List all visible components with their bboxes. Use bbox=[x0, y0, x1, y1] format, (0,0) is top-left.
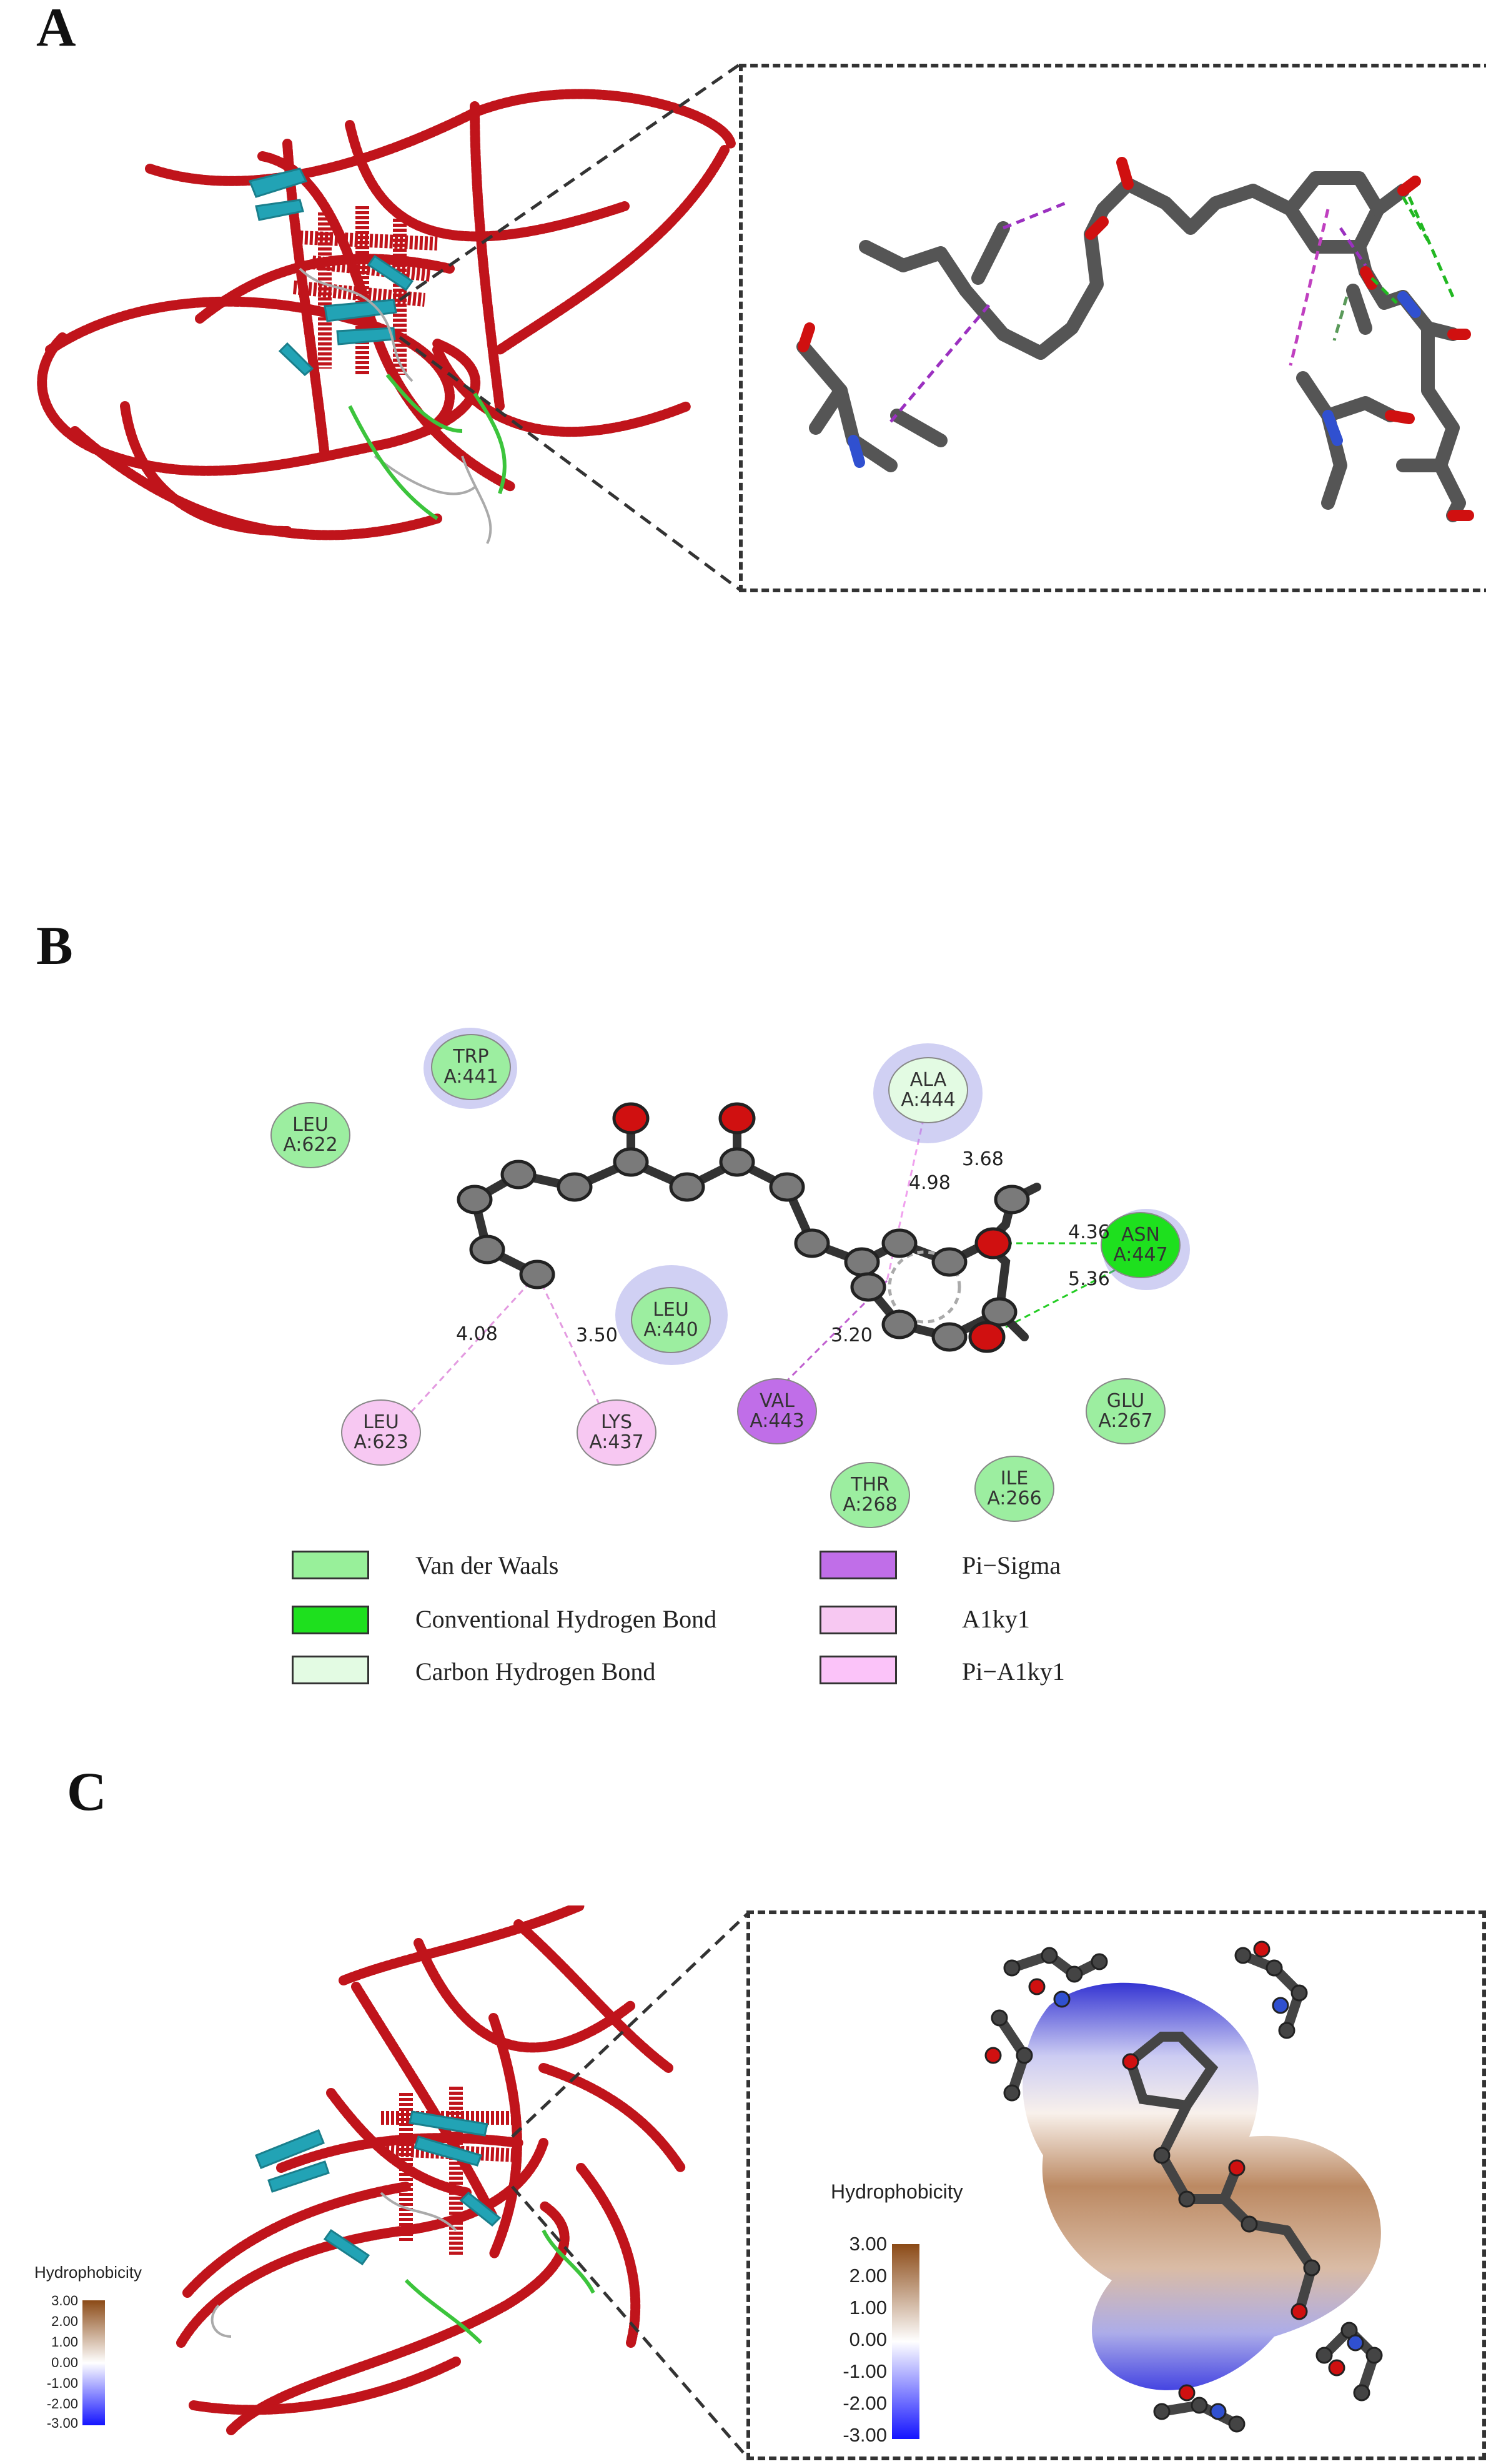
legend-label-conventional-hbond: Conventional Hydrogen Bond bbox=[415, 1605, 717, 1633]
zoom-connector-a bbox=[399, 62, 742, 592]
hydrophobicity-colorbar-large bbox=[892, 2244, 919, 2439]
legend-swatch-vdw bbox=[292, 1551, 369, 1579]
distance-label: 3.20 bbox=[831, 1324, 873, 1346]
protein-ribbon-a bbox=[37, 89, 736, 544]
legend-swatch-conventional-hbond bbox=[292, 1606, 369, 1634]
legend-swatch-carbon-hbond bbox=[292, 1656, 369, 1684]
distance-label: 4.08 bbox=[456, 1323, 498, 1345]
hydrophobicity-tick: -2.00 bbox=[46, 2396, 78, 2412]
legend-label-carbon-hbond: Carbon Hydrogen Bond bbox=[415, 1657, 656, 1686]
hydrophobicity-title-large: Hydrophobicity bbox=[831, 2180, 963, 2203]
panel-b-label: B bbox=[36, 916, 73, 976]
panel-c-label: C bbox=[67, 1762, 107, 1822]
hydrophobicity-tick: -3.00 bbox=[843, 2424, 887, 2446]
legend-swatch-pi-sigma bbox=[820, 1551, 897, 1579]
zoom-box-c bbox=[746, 1910, 1486, 2460]
distance-label: 5.36 bbox=[1068, 1268, 1110, 1290]
hydrophobicity-tick: 0.00 bbox=[849, 2328, 887, 2350]
hydrophobicity-colorbar-small bbox=[82, 2300, 105, 2425]
hydrophobicity-tick: 2.00 bbox=[849, 2265, 887, 2287]
hydrophobicity-tick: 3.00 bbox=[849, 2233, 887, 2255]
binding-site-sticks-a bbox=[796, 157, 1474, 522]
distance-label: 3.50 bbox=[576, 1324, 618, 1346]
zoom-box-a bbox=[739, 64, 1486, 592]
hydrophobicity-tick: 0.00 bbox=[51, 2355, 78, 2370]
hydrophobicity-tick: 2.00 bbox=[51, 2313, 78, 2329]
hydrophobicity-title-small: Hydrophobicity bbox=[34, 2263, 142, 2282]
hydrophobicity-tick: 1.00 bbox=[849, 2297, 887, 2318]
hydrophobicity-tick: -3.00 bbox=[46, 2415, 78, 2431]
hydrophobicity-tick: 3.00 bbox=[51, 2293, 78, 2308]
hydrophobic-surface-c bbox=[984, 1940, 1383, 2433]
legend-label-pi-alkyl: Pi−A1ky1 bbox=[962, 1657, 1065, 1686]
legend-label-alkyl: A1ky1 bbox=[962, 1605, 1030, 1633]
distance-label: 4.98 bbox=[909, 1172, 951, 1194]
distance-label: 4.36 bbox=[1068, 1221, 1110, 1243]
protein-ribbon-c bbox=[176, 1905, 686, 2435]
hydrophobicity-tick: -1.00 bbox=[46, 2375, 78, 2391]
hydrophobicity-tick: -2.00 bbox=[843, 2392, 887, 2414]
hydrophobicity-tick: -1.00 bbox=[843, 2360, 887, 2382]
hydrophobicity-tick: 1.00 bbox=[51, 2334, 78, 2350]
legend-label-vdw: Van der Waals bbox=[415, 1551, 559, 1579]
interaction-lines-b bbox=[399, 1086, 1131, 1426]
legend-swatch-alkyl bbox=[820, 1606, 897, 1634]
distance-label: 3.68 bbox=[962, 1148, 1004, 1170]
panel-a-label: A bbox=[36, 0, 76, 58]
legend-label-pi-sigma: Pi−Sigma bbox=[962, 1551, 1061, 1579]
legend-swatch-pi-alkyl bbox=[820, 1656, 897, 1684]
zoom-connector-c bbox=[511, 1912, 750, 2460]
